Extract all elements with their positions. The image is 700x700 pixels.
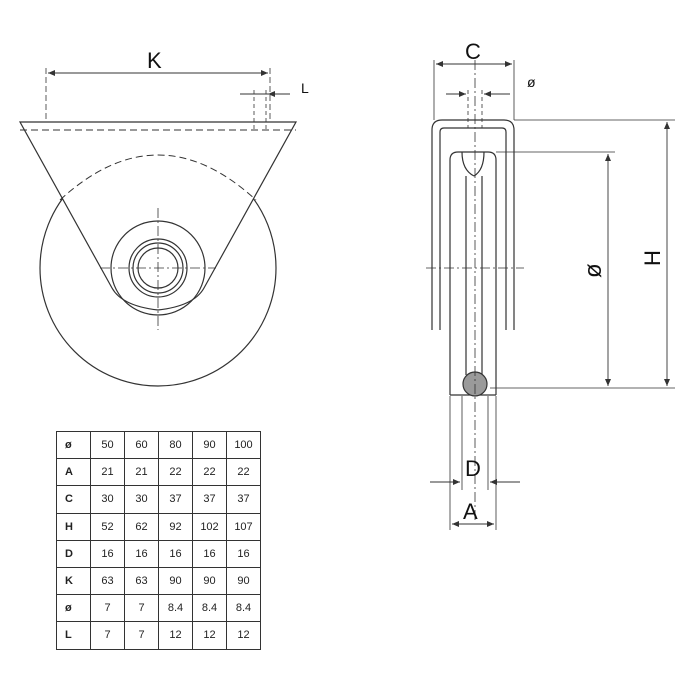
table-cell: 90 bbox=[192, 430, 227, 460]
row-label: H bbox=[56, 512, 91, 541]
wheel-groove-left bbox=[461, 151, 475, 177]
table-cell: 90 bbox=[226, 566, 261, 596]
dim-label-l: L bbox=[301, 80, 309, 96]
table-cell: 8.4 bbox=[158, 594, 193, 623]
table-cell: 90 bbox=[158, 566, 193, 596]
bracket-side-inner bbox=[439, 127, 507, 330]
dim-label-c: C bbox=[465, 39, 481, 64]
table-cell: 8.4 bbox=[226, 594, 261, 623]
table-cell: 63 bbox=[90, 566, 125, 596]
table-cell: 92 bbox=[158, 512, 193, 541]
dim-label-a: A bbox=[463, 499, 478, 524]
table-cell: 37 bbox=[192, 485, 227, 514]
table-cell: 21 bbox=[124, 458, 159, 487]
row-label: D bbox=[56, 539, 91, 568]
table-cell: 16 bbox=[158, 539, 193, 568]
table-cell: 90 bbox=[192, 566, 227, 596]
table-cell: 7 bbox=[124, 621, 159, 650]
front-view bbox=[18, 68, 298, 387]
table-cell: 37 bbox=[158, 485, 193, 514]
table-cell: 7 bbox=[90, 594, 125, 623]
wheel-side-outline bbox=[449, 151, 497, 395]
table-cell: 50 bbox=[90, 430, 125, 460]
table-cell: 16 bbox=[124, 539, 159, 568]
table-cell: 12 bbox=[158, 621, 193, 650]
row-label: ø bbox=[56, 430, 91, 460]
table-cell: 7 bbox=[124, 594, 159, 623]
row-label: ø bbox=[56, 594, 91, 623]
table-cell: 30 bbox=[90, 485, 125, 514]
table-cell: 30 bbox=[124, 485, 159, 514]
table-cell: 37 bbox=[226, 485, 261, 514]
row-label: K bbox=[56, 566, 91, 596]
table-cell: 102 bbox=[192, 512, 227, 541]
table-cell: 22 bbox=[158, 458, 193, 487]
table-cell: 60 bbox=[124, 430, 159, 460]
row-label: L bbox=[56, 621, 91, 650]
table-cell: 16 bbox=[192, 539, 227, 568]
table-cell: 16 bbox=[90, 539, 125, 568]
table-cell: 12 bbox=[226, 621, 261, 650]
table-cell: 22 bbox=[226, 458, 261, 487]
dim-label-hole-dia: ø bbox=[527, 74, 536, 90]
dim-label-d: D bbox=[465, 456, 481, 481]
row-label: C bbox=[56, 485, 91, 514]
table-cell: 12 bbox=[192, 621, 227, 650]
table-cell: 52 bbox=[90, 512, 125, 541]
table-cell: 62 bbox=[124, 512, 159, 541]
wheel-hidden-arc bbox=[59, 154, 257, 201]
table-cell: 21 bbox=[90, 458, 125, 487]
table-cell: 7 bbox=[90, 621, 125, 650]
dim-label-k: K bbox=[147, 48, 162, 73]
table-cell: 107 bbox=[226, 512, 261, 541]
table-cell: 63 bbox=[124, 566, 159, 596]
table-cell: 22 bbox=[192, 458, 227, 487]
table-cell: 80 bbox=[158, 430, 193, 460]
table-cell: 16 bbox=[226, 539, 261, 568]
dim-label-wheel-dia: ø bbox=[580, 263, 607, 278]
side-view bbox=[426, 60, 675, 530]
table-cell: 100 bbox=[226, 430, 261, 460]
wheel-groove-right bbox=[473, 151, 485, 177]
dim-label-h: H bbox=[640, 250, 665, 266]
table-cell: 8.4 bbox=[192, 594, 227, 623]
row-label: A bbox=[56, 458, 91, 487]
